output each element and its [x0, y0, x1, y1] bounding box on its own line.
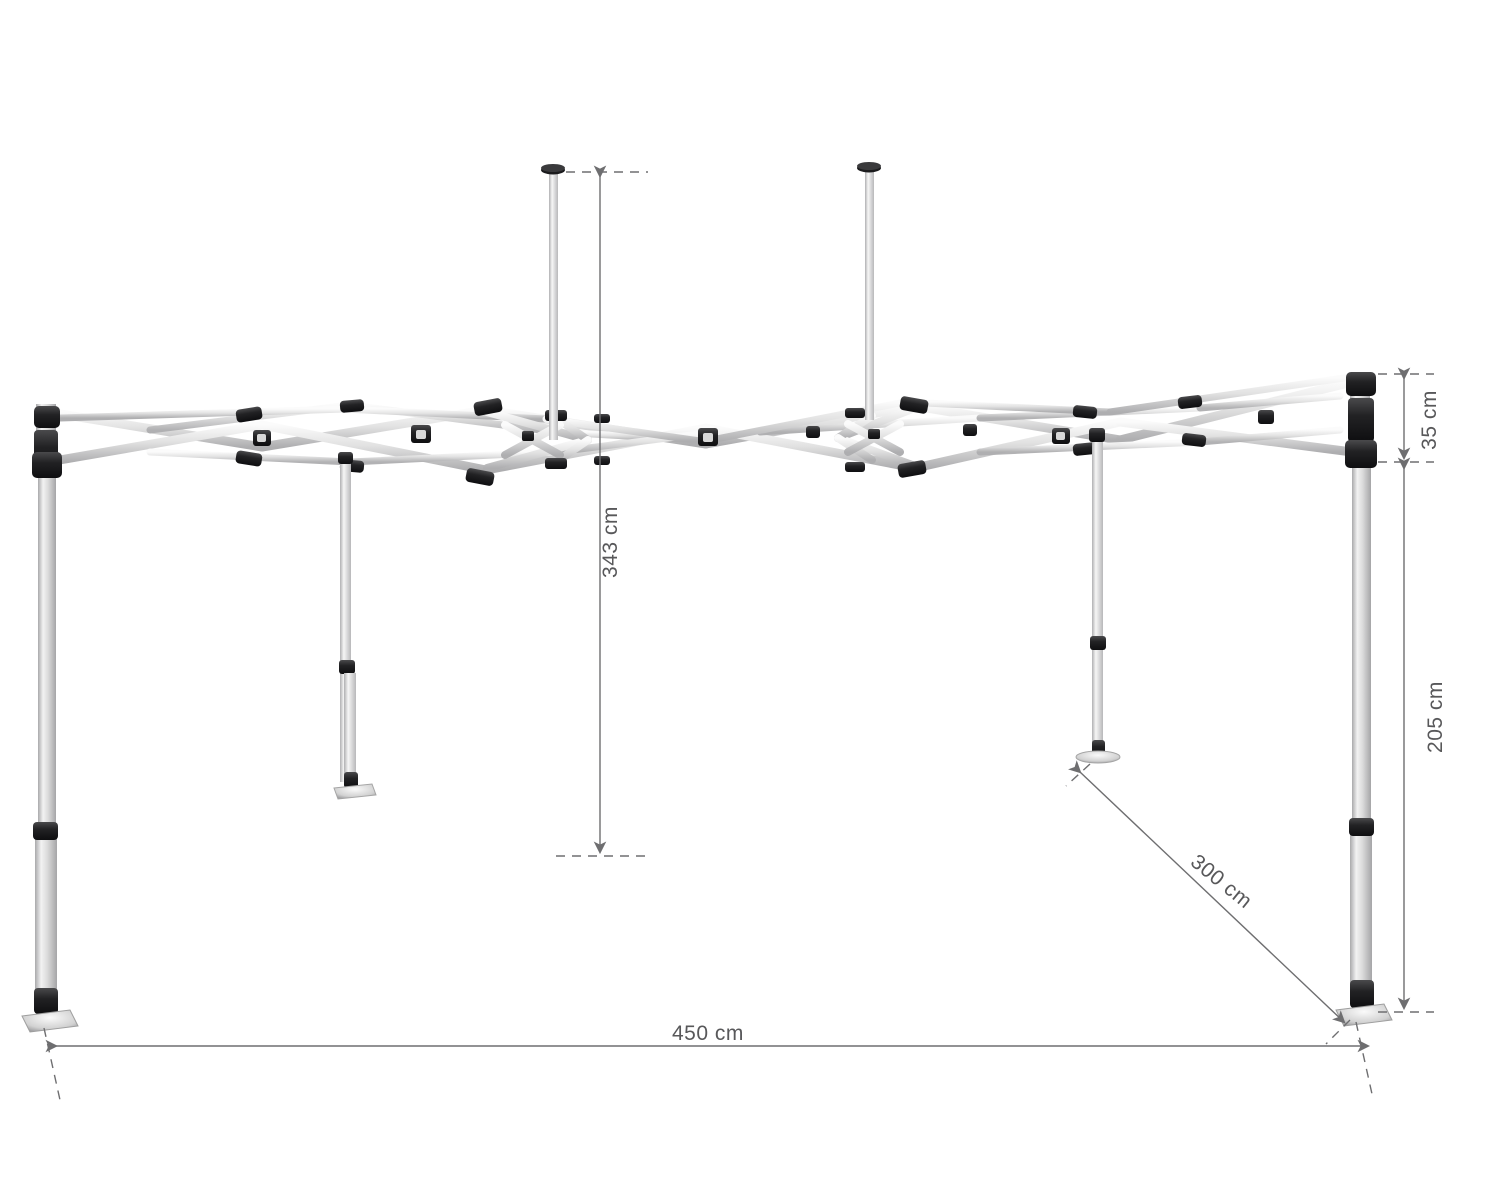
dim-label-width: 450 cm: [672, 1022, 744, 1045]
front-right-leg: [1335, 372, 1393, 1027]
peak-pole-right: [857, 162, 881, 420]
dimension-lines: [43, 165, 1434, 1101]
corner-bracket: [235, 395, 1207, 486]
scissor-truss: [43, 374, 1357, 486]
dim-label-eave-drop: 35 cm: [1417, 390, 1441, 450]
dim-label-leg-height: 205 cm: [1423, 681, 1447, 753]
dim-label-peak-height: 343 cm: [598, 506, 622, 578]
dim-line-depth: [1068, 760, 1346, 1024]
hub-clamp: [253, 410, 1274, 446]
peak-pole-left: [541, 164, 565, 440]
front-left-leg: [21, 404, 79, 1033]
rear-right-leg: [1075, 428, 1121, 764]
rear-left-leg: [333, 452, 377, 800]
